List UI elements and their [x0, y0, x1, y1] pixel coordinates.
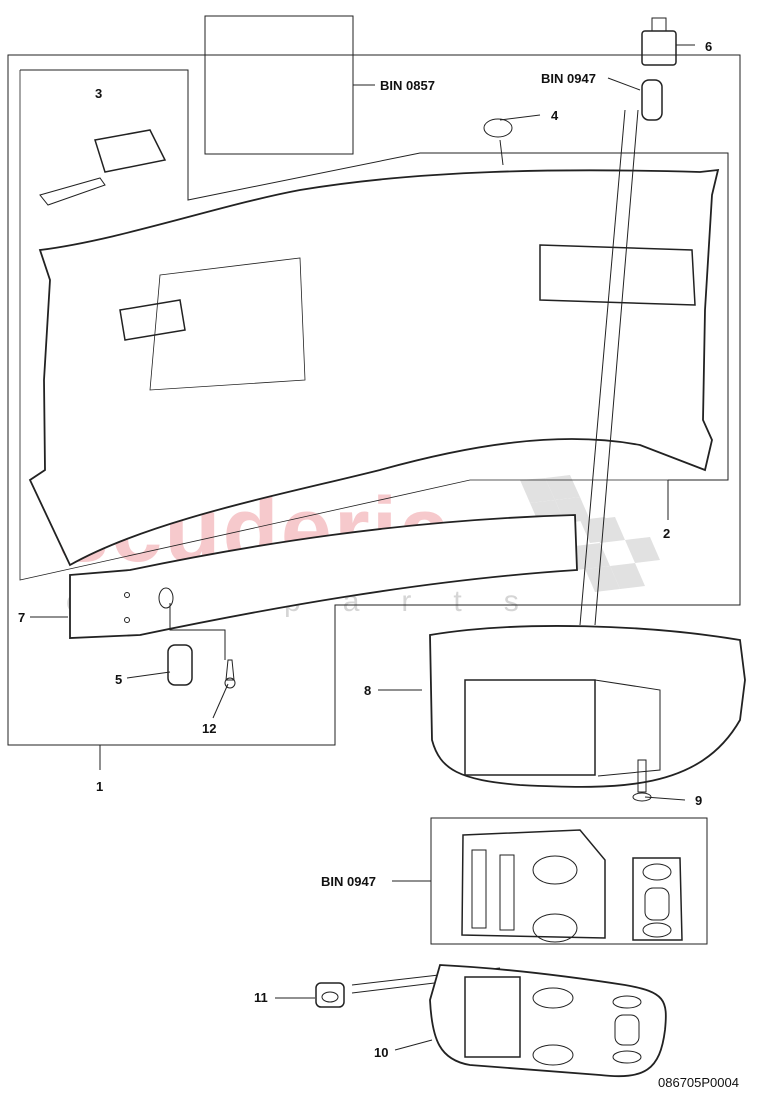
- callout-9: 9: [695, 793, 703, 808]
- callout-4: 4: [551, 108, 559, 123]
- callout-10: 10: [374, 1045, 389, 1060]
- bin-label-right: BIN 0947: [541, 71, 596, 86]
- callout-11: 11: [254, 990, 268, 1005]
- callout-12: 12: [202, 721, 217, 736]
- callout-1: 1: [96, 779, 104, 794]
- callout-8: 8: [364, 683, 372, 698]
- callout-5: 5: [115, 672, 123, 687]
- bin-label-bottom: BIN 0947: [321, 874, 376, 889]
- callout-3: 3: [95, 86, 103, 101]
- callout-2: 2: [663, 526, 671, 541]
- callout-7: 7: [18, 610, 26, 625]
- diagram-code: 086705P0004: [658, 1075, 739, 1090]
- callout-6: 6: [705, 39, 713, 54]
- bin-label-top: BIN 0857: [380, 78, 435, 93]
